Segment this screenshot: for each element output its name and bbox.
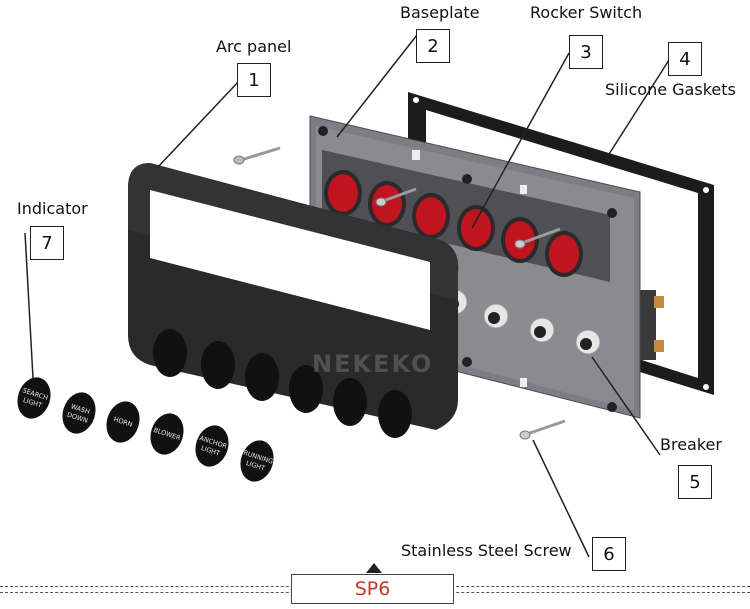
label-breaker: Breaker [660,435,722,454]
number-box-baseplate: 2 [416,29,450,63]
label-silicone-gaskets: Silicone Gaskets [605,80,736,99]
rocker-switch [412,193,450,239]
label-baseplate: Baseplate [400,3,480,22]
breaker [483,303,509,329]
number-box-indicator: 7 [30,226,64,260]
leader-rocker-switch [471,52,570,229]
number-box-silicone-gaskets: 4 [668,42,702,76]
label-rocker-switch: Rocker Switch [530,3,643,22]
label-arc-panel: Arc panel [216,37,292,56]
arc-panel [128,163,459,438]
leader-breaker [591,356,661,456]
screw-top [233,146,281,165]
indicator-disc: RUNNING LIGHT [240,440,274,482]
rocker-switch [457,205,495,251]
watermark: NEKEKO [312,350,433,378]
footer-arrow-icon [366,563,382,573]
indicator-disc: BLOWER [150,413,184,455]
rocker-switch [324,170,362,216]
leader-screw [532,439,590,558]
indicator-group: SEARCH LIGHT WASH DOWN HORN BLOWER ANCHO… [17,377,274,482]
footer-model-tab: SP6 [291,574,454,604]
indicator-disc: HORN [106,401,140,443]
rocker-switch-row [324,170,583,277]
indicator-disc: ANCHOR LIGHT [195,425,229,467]
label-stainless-steel-screw: Stainless Steel Screw [401,541,572,560]
screw-bottom [519,419,566,440]
indicator-disc: WASH DOWN [62,392,96,434]
number-box-rocker-switch: 3 [569,35,603,69]
leader-lines [24,34,670,558]
leader-indicator [24,232,34,379]
breaker [575,329,601,355]
indicator-disc: SEARCH LIGHT [17,377,51,419]
leader-silicone-gaskets [603,59,670,163]
screw-rocker-2 [514,227,561,249]
label-indicator: Indicator [17,199,88,218]
screw-rocker-1 [375,187,417,207]
number-box-arc-panel: 1 [237,63,271,97]
number-box-stainless-steel-screw: 6 [592,537,626,571]
leader-baseplate [336,34,418,138]
rocker-switch [545,231,583,277]
rocker-switch [368,181,406,227]
breaker [529,317,555,343]
leader-arc-panel [156,79,241,169]
number-box-breaker: 5 [678,465,712,499]
